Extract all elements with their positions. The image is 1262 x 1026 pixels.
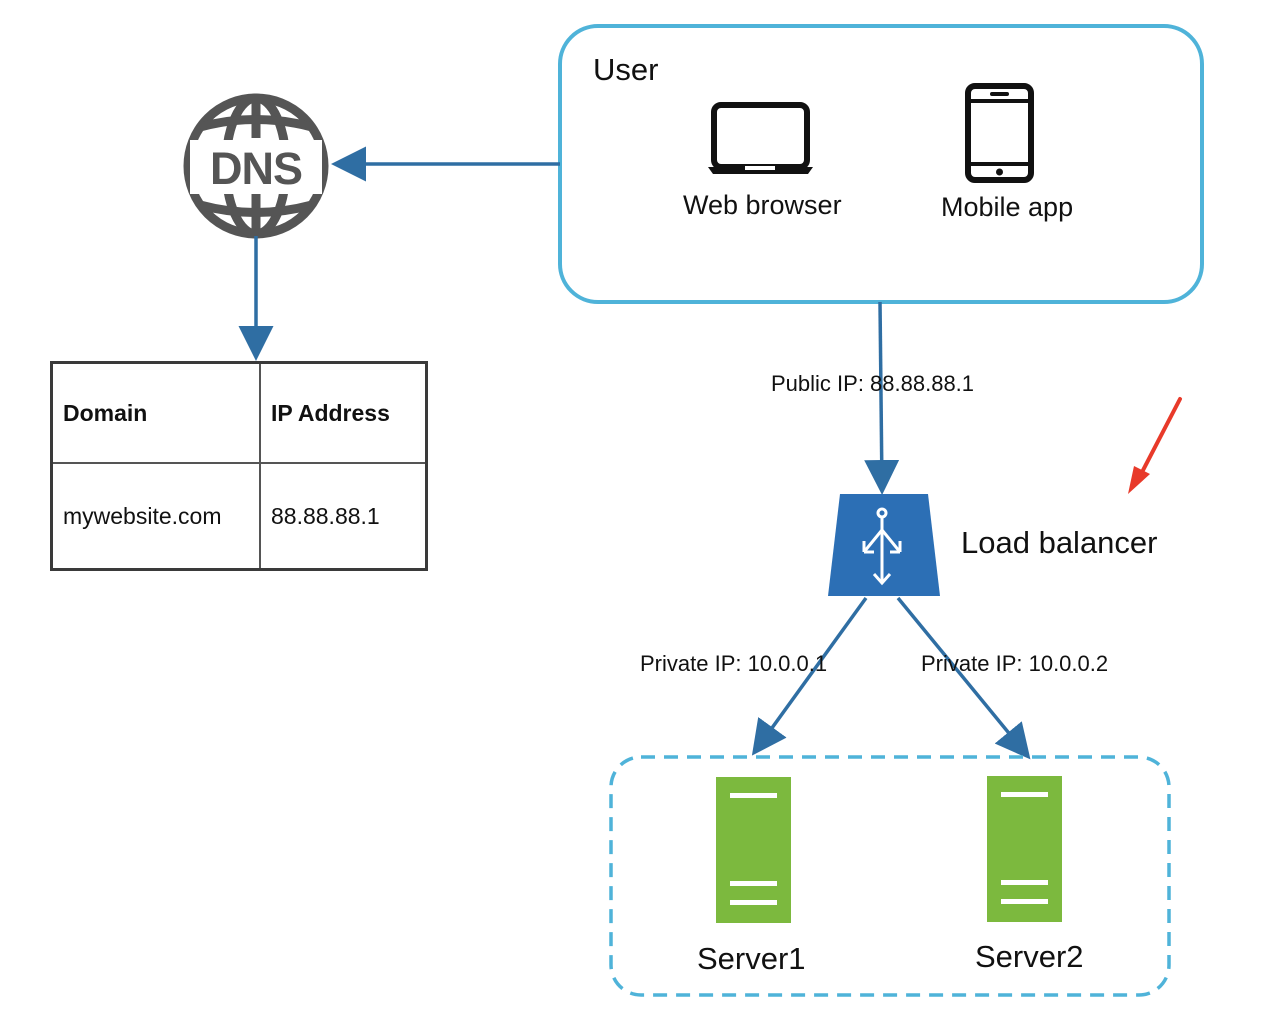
mobile-app-label: Mobile app (941, 192, 1074, 222)
table-row: mywebsite.com 88.88.88.1 (50, 462, 428, 571)
user-title: User (593, 52, 659, 87)
laptop-icon (708, 102, 813, 174)
dns-lookup-table: Domain IP Address mywebsite.com 88.88.88… (50, 361, 428, 571)
arrow-user-to-load-balancer (864, 301, 900, 495)
arrow-lb-to-server1 (751, 596, 868, 756)
cell-domain: mywebsite.com (50, 462, 261, 571)
private-ip-2-label: Private IP: 10.0.0.2 (921, 651, 1109, 676)
server2-label: Server2 (975, 939, 1084, 974)
cell-ip-address: 88.88.88.1 (259, 462, 428, 571)
server-group-box (609, 755, 1171, 997)
load-balancer-label: Load balancer (961, 525, 1158, 560)
dns-text-backdrop (190, 140, 322, 194)
annotation-arrow-icon (1128, 397, 1182, 494)
header-domain: Domain (50, 361, 261, 464)
phone-icon (965, 83, 1034, 183)
table-header-row: Domain IP Address (50, 361, 428, 464)
web-browser-label: Web browser (683, 190, 842, 220)
server1-icon (716, 777, 791, 923)
load-balancer-icon (828, 494, 940, 596)
public-ip-label: Public IP: 88.88.88.1 (771, 371, 975, 396)
dns-label: DNS (209, 143, 303, 194)
header-ip-address: IP Address (259, 361, 428, 464)
server2-icon (987, 776, 1062, 922)
server1-label: Server1 (697, 941, 806, 976)
private-ip-1-label: Private IP: 10.0.0.1 (640, 651, 828, 676)
arrow-lb-to-server2 (896, 596, 1031, 760)
